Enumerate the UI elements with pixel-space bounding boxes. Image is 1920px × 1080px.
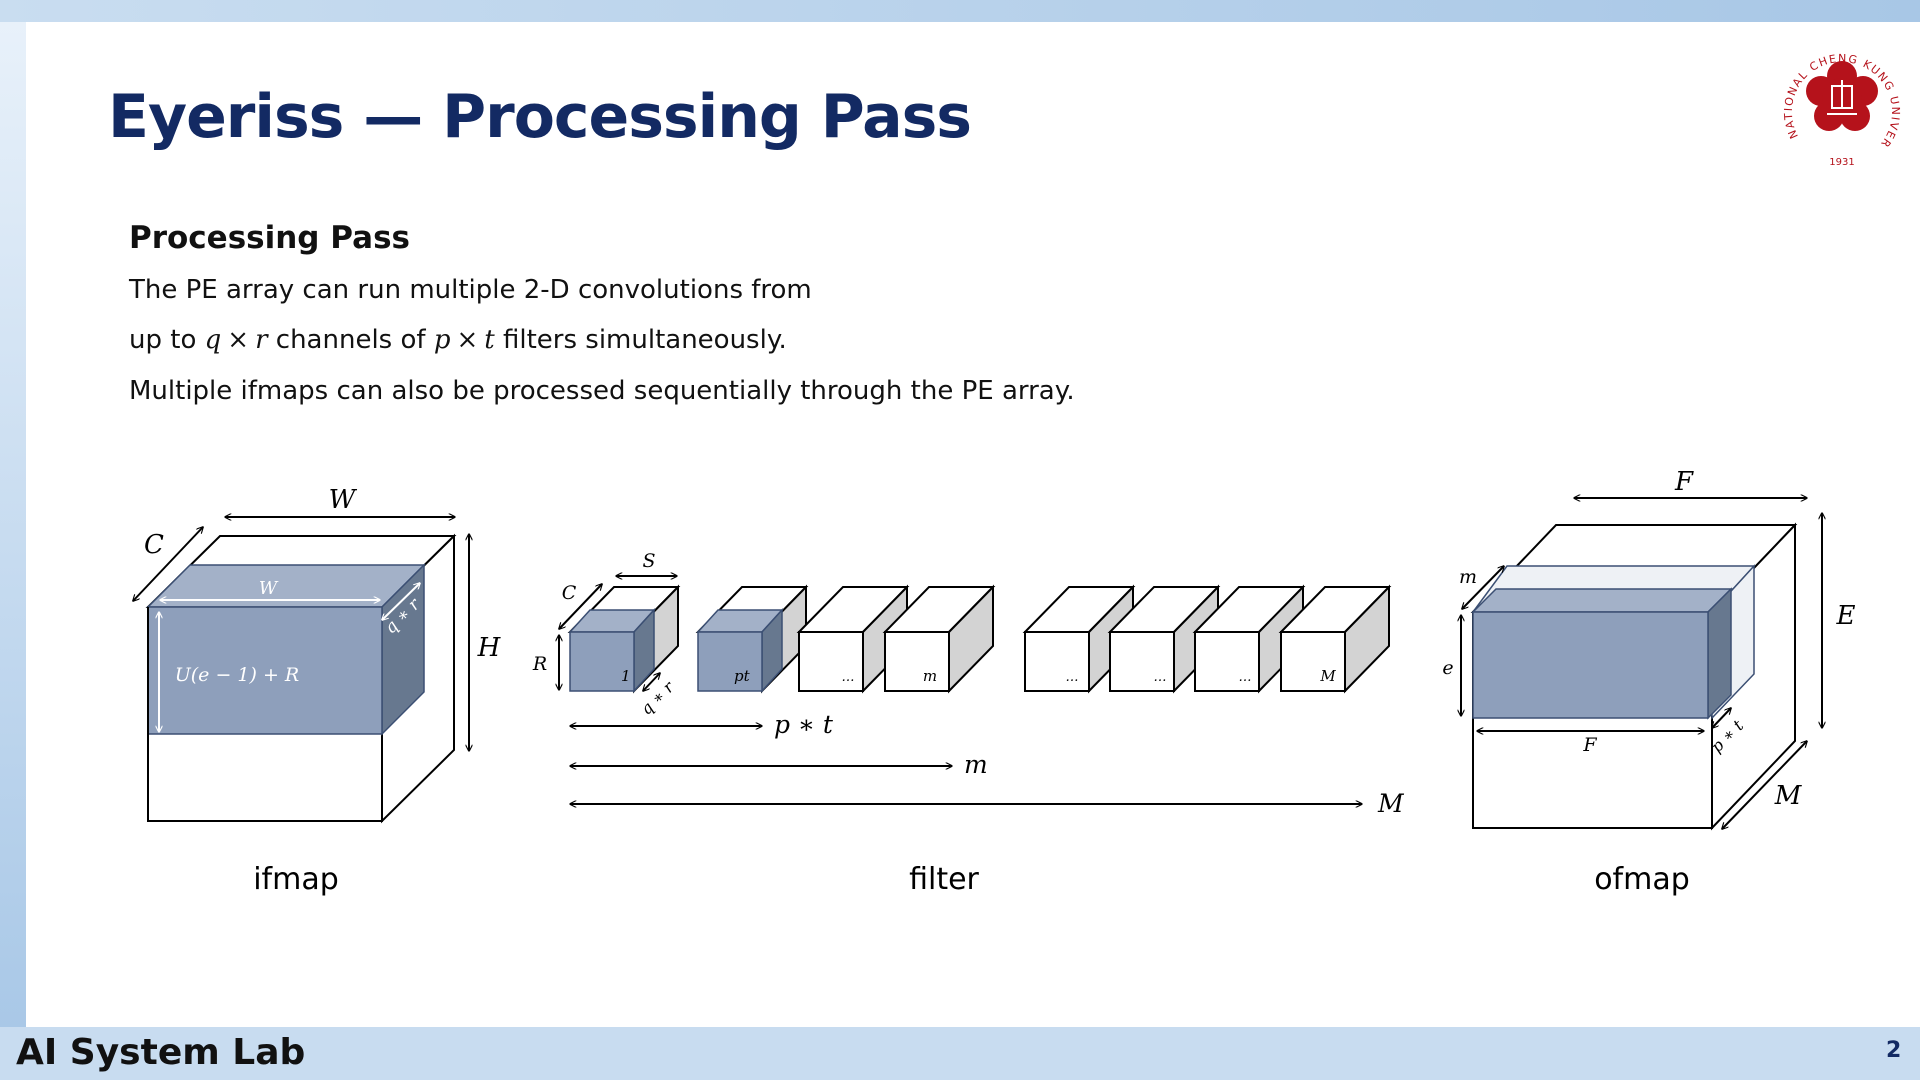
body-line-2: up to q×r channels of p×t filters simult… xyxy=(129,325,787,355)
filter-box-label: … xyxy=(1239,670,1252,685)
filter-box-label: 1 xyxy=(621,667,631,685)
body-line-3: Multiple ifmaps can also be processed se… xyxy=(129,376,1075,406)
filter-box-5: … xyxy=(1022,584,1136,694)
filter-box-label: … xyxy=(842,670,855,685)
filter-box-label: m xyxy=(923,667,937,685)
ofmap-cube xyxy=(1470,522,1798,831)
filter-box-label: … xyxy=(1154,670,1167,685)
filter-box-4: m xyxy=(882,584,996,694)
filter-box-1: 1 xyxy=(567,584,681,694)
filter-span-pt: p ∗ t xyxy=(774,710,834,739)
footer-band xyxy=(0,1027,1920,1080)
times-sign: × xyxy=(227,325,250,355)
ifmap-label-h: H xyxy=(477,633,502,663)
ofmap-label-f-outer: F xyxy=(1674,467,1694,497)
ofmap-label-e: e xyxy=(1442,657,1453,679)
line2-mid: channels of xyxy=(275,325,426,355)
ofmap-label-m: m xyxy=(1459,566,1477,588)
filter-span-m-total: M xyxy=(1377,789,1405,818)
filter-caption: filter xyxy=(909,862,979,897)
filter-box-2: pt xyxy=(695,584,809,694)
filter-box-label: M xyxy=(1319,667,1336,685)
var-p: p xyxy=(433,325,451,355)
filter-box-label: … xyxy=(1066,670,1079,685)
line2-pre: up to xyxy=(129,325,197,355)
section-heading: Processing Pass xyxy=(129,220,410,256)
ifmap-highlight-block xyxy=(146,563,426,736)
var-r: r xyxy=(255,325,268,355)
footer-lab-name: AI System Lab xyxy=(16,1032,306,1073)
var-q: q xyxy=(204,325,222,355)
ofmap-label-e-outer: E xyxy=(1836,601,1856,631)
ifmap-label-c: C xyxy=(144,530,164,560)
filter-label-s: S xyxy=(642,550,655,572)
ifmap-label-w-inner: W xyxy=(259,578,279,599)
filter-span-m: m xyxy=(964,750,988,779)
ifmap-caption: ifmap xyxy=(253,862,339,897)
ofmap-caption: ofmap xyxy=(1594,862,1690,897)
line2-post: filters simultaneously. xyxy=(502,325,787,355)
slide-title: Eyeriss — Processing Pass xyxy=(108,82,972,152)
ifmap-label-w-outer: W xyxy=(329,485,358,515)
ofmap-highlight-block xyxy=(1471,587,1733,720)
filter-box-8: M xyxy=(1278,584,1392,694)
var-t: t xyxy=(484,325,495,355)
ifmap-cube xyxy=(145,533,457,824)
filter-label-r: R xyxy=(532,653,547,675)
top-band xyxy=(0,0,1920,22)
ifmap-label-height-expr: U(e − 1) + R xyxy=(175,664,299,686)
page-number: 2 xyxy=(1886,1038,1902,1063)
times-sign: × xyxy=(456,325,479,355)
filter-box-label: pt xyxy=(734,667,751,685)
ofmap-label-m-total: M xyxy=(1774,781,1803,811)
seal-year: 1931 xyxy=(1829,157,1854,168)
filter-label-c: C xyxy=(562,582,577,604)
left-band xyxy=(0,22,26,1027)
ofmap-label-f-inner: F xyxy=(1582,734,1597,756)
university-seal-logo: NATIONAL CHENG KUNG UNIVERSITY 1931 xyxy=(1772,30,1901,168)
body-line-1: The PE array can run multiple 2-D convol… xyxy=(129,275,812,305)
